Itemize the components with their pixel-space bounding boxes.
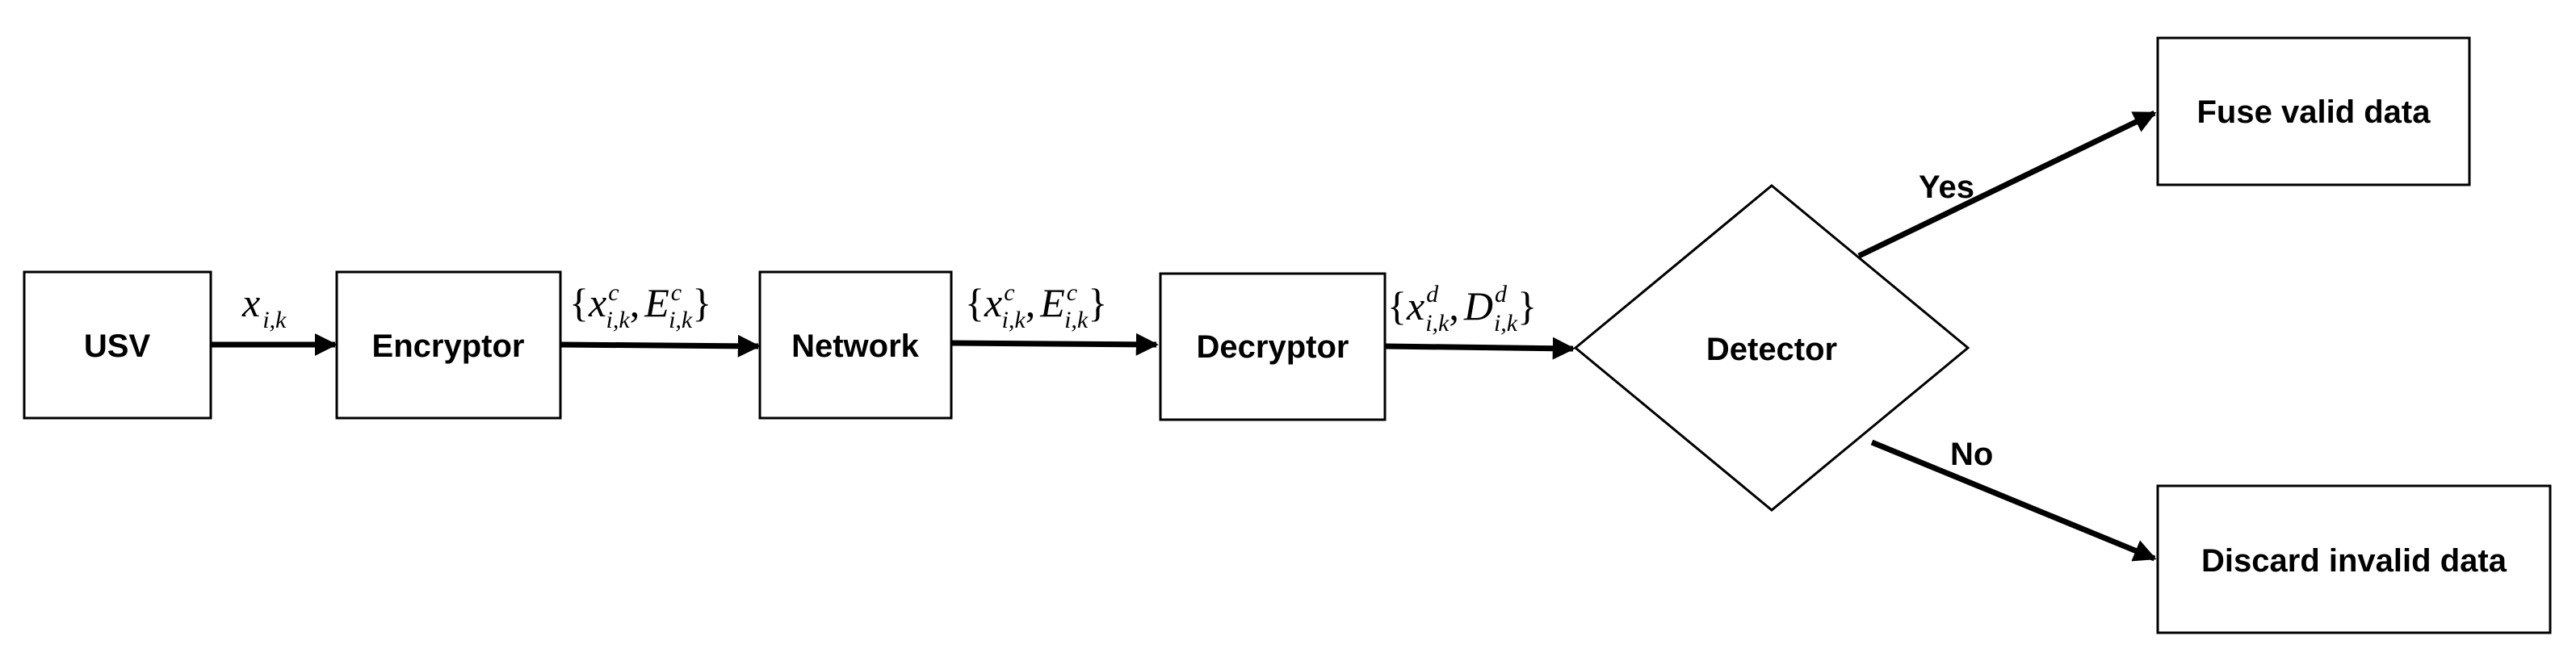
edge-label-sup1: d	[1426, 281, 1439, 307]
branch-label-yes: Yes	[1919, 169, 1974, 205]
edge-label-open-brace: {	[569, 280, 589, 325]
edge-label-sub1: i,k	[1002, 307, 1026, 333]
edge-label-open-brace: {	[965, 280, 984, 325]
node-detector: Detector	[1573, 184, 1970, 512]
node-detector-label: Detector	[1706, 332, 1837, 367]
edge-label-sup2: c	[1067, 279, 1077, 306]
arrow-network-to-decryptor	[950, 333, 1159, 356]
edge-label-var2: E	[1039, 280, 1065, 325]
node-network: Network	[758, 270, 953, 420]
node-encryptor: Encryptor	[335, 270, 562, 420]
edge-label-sup1: c	[1004, 279, 1014, 306]
edge-label-var1: x	[588, 280, 606, 325]
edge-label-var1: x	[1406, 283, 1424, 328]
arrow-encryptor-to-network	[560, 334, 761, 358]
edge-label-sup1: c	[608, 279, 619, 306]
node-encryptor-label: Encryptor	[372, 328, 525, 364]
edge-label-sub2: i,k	[1064, 307, 1089, 333]
edge-label-sub: i,k	[262, 307, 287, 333]
edge-label-sup2: d	[1495, 281, 1508, 307]
edge-label-var2: E	[644, 280, 669, 325]
node-fuse-valid-data-label: Fuse valid data	[2197, 94, 2431, 130]
edge-label-close-brace: }	[692, 280, 711, 325]
edge-label-open-brace: {	[1387, 283, 1407, 328]
edge-label-sub2: i,k	[669, 307, 693, 333]
edge-label-var: x	[241, 280, 260, 325]
arrow-detector-to-fuse	[1857, 110, 2157, 259]
edge-label-var1: x	[984, 280, 1002, 325]
arrow-detector-to-discard	[1870, 439, 2157, 562]
node-discard-invalid-data-label: Discard invalid data	[2201, 543, 2507, 579]
edge-label-var2: D	[1463, 283, 1493, 328]
arrow-decryptor-to-detector	[1384, 337, 1575, 360]
branch-label-no: No	[1950, 437, 1993, 472]
edge-label-sub1: i,k	[1425, 310, 1450, 337]
edge-label-sub2: i,k	[1494, 310, 1518, 337]
edge-label-sup2: c	[671, 279, 682, 306]
node-discard-invalid-data: Discard invalid data	[2156, 484, 2552, 634]
node-fuse-valid-data: Fuse valid data	[2156, 36, 2471, 186]
node-usv: USV	[23, 270, 212, 420]
edge-label-separator: ,	[1449, 283, 1459, 328]
node-usv-label: USV	[84, 328, 151, 364]
edge-label-close-brace: }	[1517, 283, 1537, 328]
edge-label-sub1: i,k	[606, 307, 631, 333]
node-network-label: Network	[791, 328, 920, 364]
edge-label-separator: ,	[630, 280, 640, 325]
node-decryptor: Decryptor	[1159, 272, 1387, 421]
edge-label-close-brace: }	[1088, 280, 1107, 325]
node-decryptor-label: Decryptor	[1197, 329, 1349, 365]
edge-label-separator: ,	[1026, 280, 1036, 325]
